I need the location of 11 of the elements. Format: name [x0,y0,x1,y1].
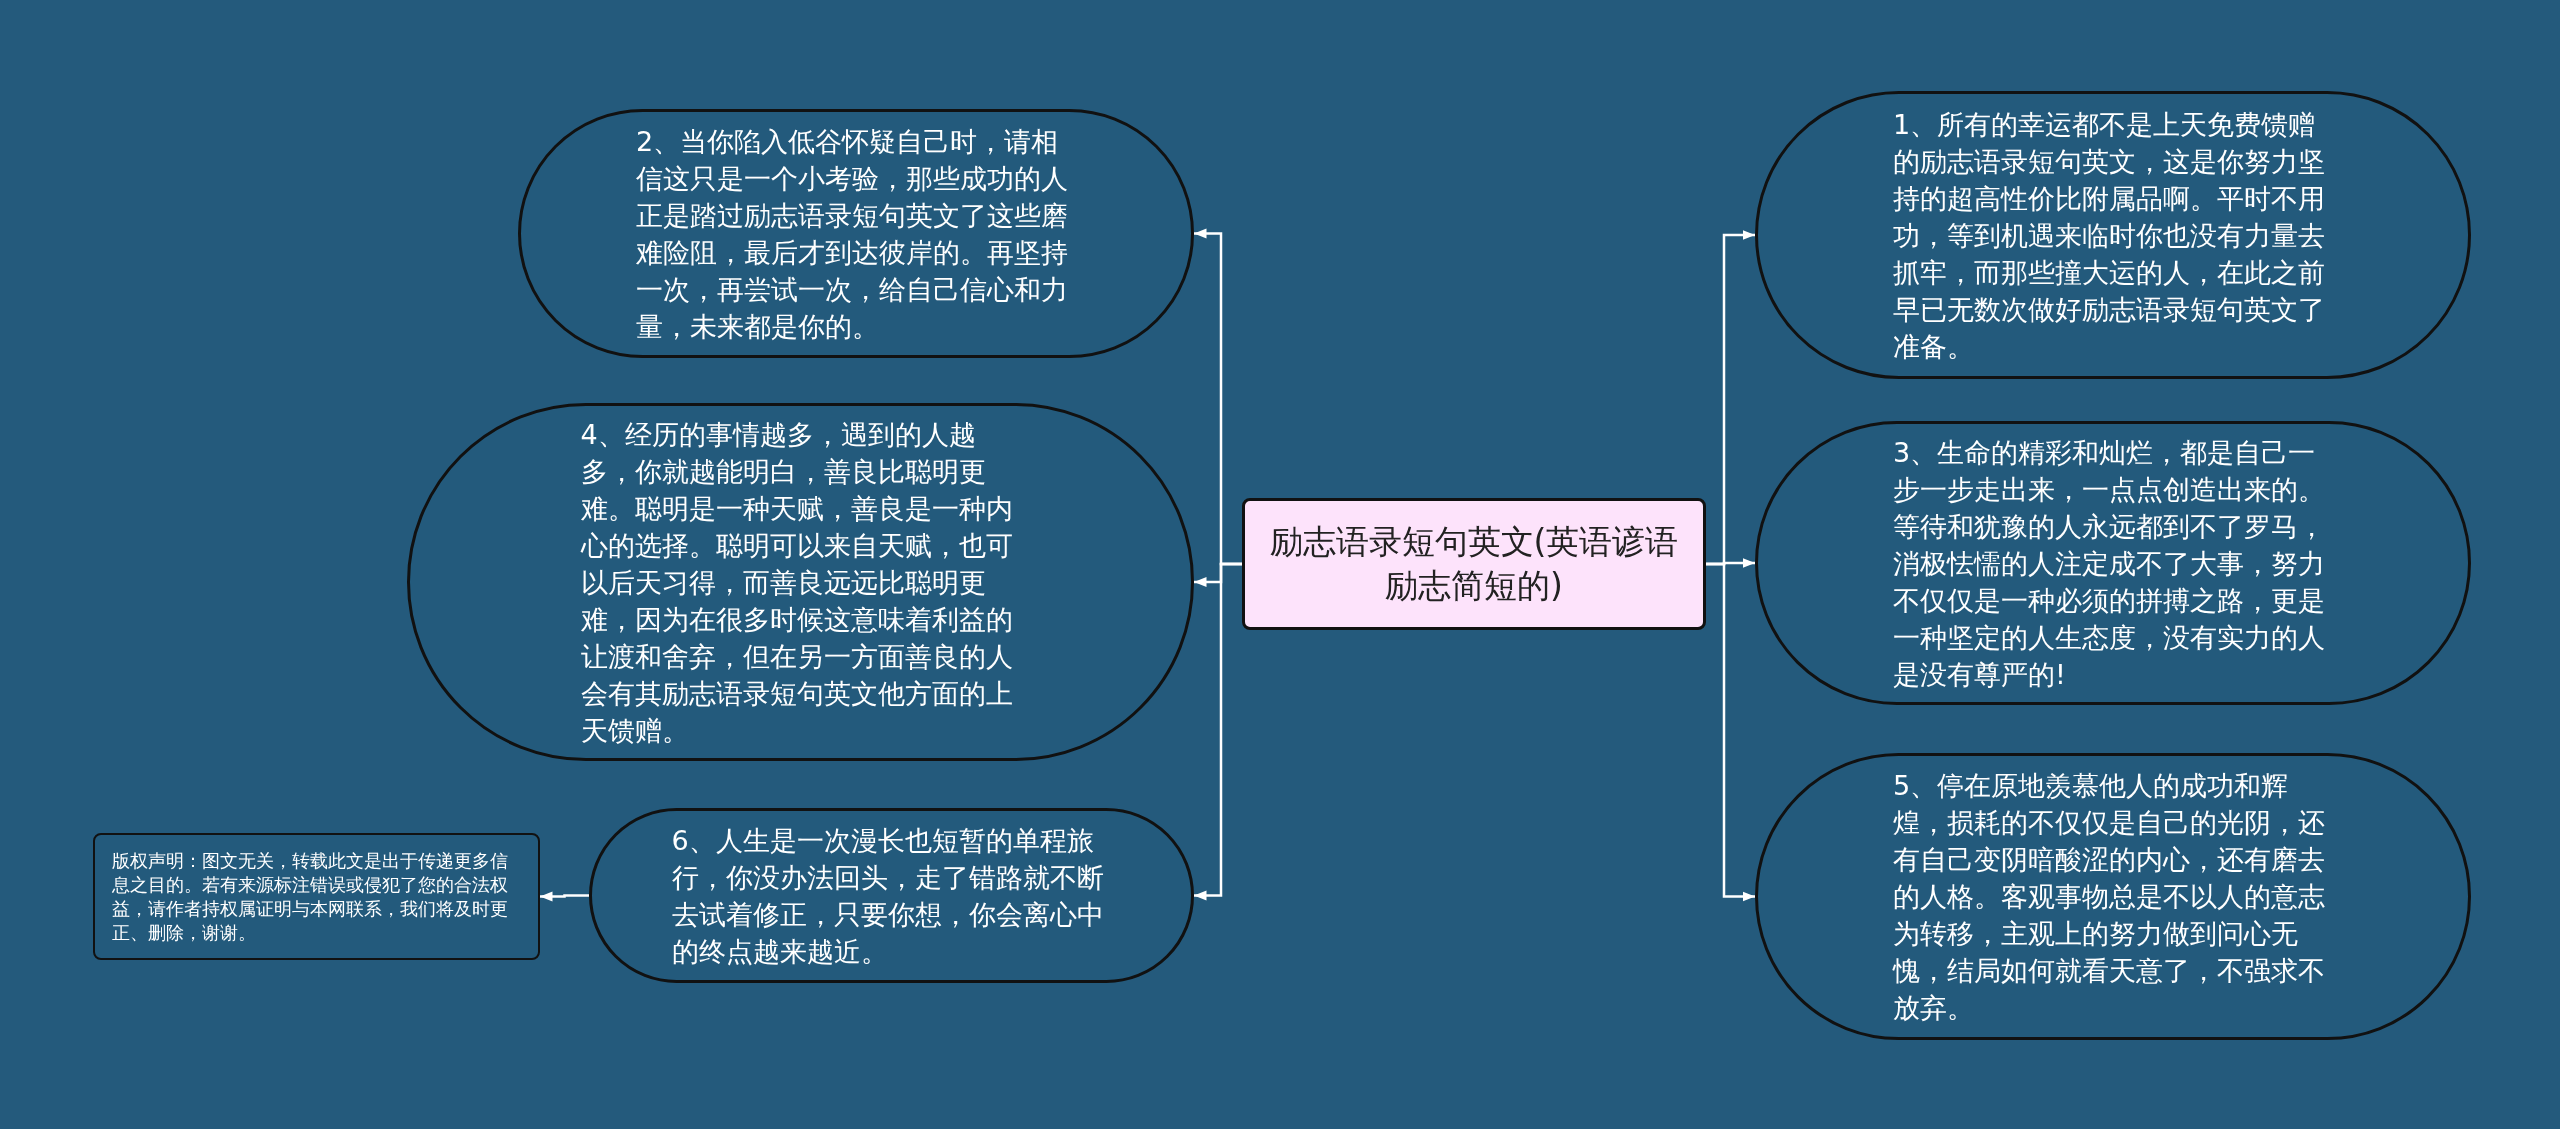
topic-bubble: 2、当你陷入低谷怀疑自己时，请相信这只是一个小考验，那些成功的人正是踏过励志语录短句英文了这些磨难险阻，最后才到达彼岸的。再坚持一次，再尝试一次，给自己信心和力量，未来都是你的。 [518,109,1194,358]
connector-arrow [1706,562,1755,902]
topic-bubble: 3、生命的精彩和灿烂，都是自己一步一步走出来，一点点创造出来的。等待和犹豫的人永远都到不了罗马，消极怯懦的人注定成不了大事，努力不仅仅是一种必须的拼搏之路，更是一种坚定的人生态度，没有实力的人是没有尊严的! [1755,421,2471,705]
notice-box: 版权声明：图文无关，转载此文是出于传递更多信息之目的。若有来源标注错误或侵犯了您的合法权益，请作者持权属证明与本网联系，我们将及时更正、删除，谢谢。 [93,833,540,960]
central-topic-box: 励志语录短句英文(英语谚语励志简短的) [1242,498,1706,630]
topic-bubble: 6、人生是一次漫长也短暂的单程旅行，你没办法回头，走了错路就不断去试着修正，只要你想，你会离心中的终点越来越近。 [589,808,1194,983]
connector-arrow [540,891,589,902]
topic-bubble: 1、所有的幸运都不是上天免费馈赠的励志语录短句英文，这是你努力坚持的超高性价比附属品啊。平时不用功，等到机遇来临时你也没有力量去抓牢，而那些撞大运的人，在此之前早已无数次做好励志语录短句英文了准备。 [1755,91,2471,379]
connector-arrow [1194,562,1242,901]
topic-bubble: 5、停在原地羡慕他人的成功和辉煌，损耗的不仅仅是自己的光阴，还有自己变阴暗酸涩的内心，还有磨去的人格。客观事物总是不以人的意志为转移，主观上的努力做到问心无愧，结局如何就看天意了，不强求不放弃。 [1755,753,2471,1040]
topic-bubble: 4、经历的事情越多，遇到的人越多，你就越能明白，善良比聪明更难。聪明是一种天赋，善良是一种内心的选择。聪明可以来自天赋，也可以后天习得，而善良远远比聪明更难，因为在很多时候这意味着利益的让渡和舍弃，但在另一方面善良的人会有其励志语录短句英文他方面的上天馈赠。 [407,403,1194,761]
